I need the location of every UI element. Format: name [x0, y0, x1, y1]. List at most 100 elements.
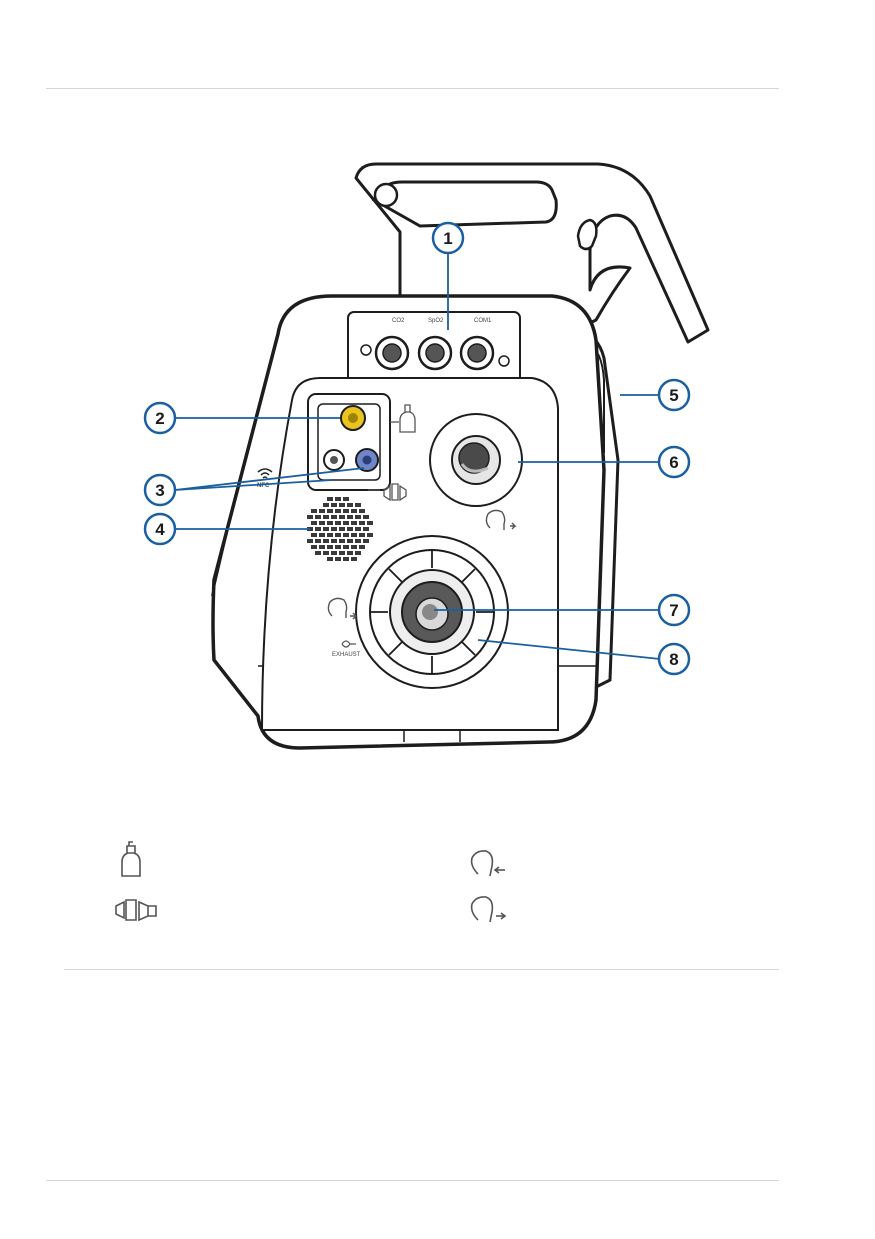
speaker-hole — [331, 527, 337, 531]
speaker-hole — [355, 515, 361, 519]
patient-exhale-icon — [470, 896, 507, 923]
speaker-hole — [343, 545, 349, 549]
speaker-hole — [315, 527, 321, 531]
co2-port — [374, 335, 410, 371]
speaker-hole — [331, 551, 337, 555]
port-label-co2: CO2 — [392, 318, 405, 324]
inspiratory-port — [429, 413, 523, 507]
speaker-hole — [343, 557, 349, 561]
speaker-hole — [327, 509, 333, 513]
speaker-hole — [323, 527, 329, 531]
speaker-hole — [359, 533, 365, 537]
speaker-hole — [335, 509, 341, 513]
speaker-hole — [327, 533, 333, 537]
speaker-hole — [335, 545, 341, 549]
speaker-hole — [347, 515, 353, 519]
speaker-hole — [339, 503, 345, 507]
port-label-com1: COM1 — [474, 318, 492, 324]
panel-screw-left — [360, 344, 372, 356]
exhaust-icon: EXHAUST — [332, 640, 361, 658]
speaker-hole — [319, 521, 325, 525]
oxygen-bottle-icon — [121, 841, 141, 877]
top-rule — [46, 88, 779, 89]
speaker-hole — [339, 539, 345, 543]
handle-hole — [373, 182, 399, 208]
speaker-hole — [363, 515, 369, 519]
speaker-hole — [363, 539, 369, 543]
device-oxygen-symbol-icon — [390, 404, 416, 433]
svg-text:4: 4 — [155, 520, 165, 539]
device-patient-exhale-icon — [327, 597, 358, 620]
speaker-hole — [327, 545, 333, 549]
speaker-hole — [367, 533, 373, 537]
speaker-hole — [327, 521, 333, 525]
speaker-hole — [331, 515, 337, 519]
speaker-hole — [347, 503, 353, 507]
bottom-rule — [46, 1180, 779, 1181]
speaker-hole — [327, 557, 333, 561]
speaker-hole — [323, 515, 329, 519]
speaker-hole — [347, 539, 353, 543]
speaker-hole — [343, 509, 349, 513]
svg-text:7: 7 — [669, 601, 678, 620]
speaker-hole — [323, 503, 329, 507]
exhaust-label: EXHAUST — [332, 652, 361, 658]
pressure-line-port-left — [323, 449, 345, 471]
svg-text:NFC: NFC — [257, 483, 270, 489]
speaker-hole — [307, 515, 313, 519]
speaker-hole — [331, 503, 337, 507]
speaker-hole — [335, 557, 341, 561]
speaker-hole — [311, 521, 317, 525]
svg-text:3: 3 — [155, 481, 164, 500]
speaker-hole — [355, 551, 361, 555]
speaker-hole — [351, 533, 357, 537]
nfc-icon: NFC — [257, 468, 273, 489]
speaker-hole — [335, 533, 341, 537]
speaker-hole — [311, 533, 317, 537]
speaker-hole — [319, 509, 325, 513]
speaker-hole — [311, 509, 317, 513]
body-side-panel — [211, 527, 229, 597]
callout-6: 6 — [657, 445, 691, 479]
speaker-hole — [323, 539, 329, 543]
speaker-hole — [327, 497, 333, 501]
speaker-hole — [347, 527, 353, 531]
middle-rule — [64, 969, 779, 970]
callout-4: 4 — [143, 512, 177, 546]
speaker-hole — [343, 521, 349, 525]
handle-slot — [576, 218, 598, 251]
speaker-hole — [359, 509, 365, 513]
speaker-hole — [307, 539, 313, 543]
speaker-hole — [335, 521, 341, 525]
callout-8: 8 — [657, 642, 691, 676]
oxygen-inlet-port — [340, 405, 366, 431]
speaker-hole — [355, 503, 361, 507]
speaker-hole — [343, 497, 349, 501]
speaker-hole — [319, 533, 325, 537]
svg-text:6: 6 — [669, 453, 678, 472]
callout-5: 5 — [657, 378, 691, 412]
spo2-port — [417, 335, 453, 371]
speaker-hole — [359, 521, 365, 525]
svg-text:1: 1 — [443, 229, 452, 248]
callout-2: 2 — [143, 401, 177, 435]
com1-port — [459, 335, 495, 371]
speaker-hole — [335, 497, 341, 501]
speaker-hole — [351, 509, 357, 513]
speaker-hole — [339, 527, 345, 531]
speaker-hole — [347, 551, 353, 555]
device-flow-sensor-symbol-icon — [368, 483, 407, 502]
speaker-hole — [351, 545, 357, 549]
speaker-hole — [319, 545, 325, 549]
speaker-hole — [339, 551, 345, 555]
patient-inhale-icon — [470, 850, 505, 877]
speaker-hole — [323, 551, 329, 555]
speaker-hole — [355, 539, 361, 543]
speaker-hole — [343, 533, 349, 537]
speaker-hole — [315, 551, 321, 555]
exhalation-valve-assembly — [355, 535, 509, 689]
svg-text:2: 2 — [155, 409, 164, 428]
callout-7: 7 — [657, 593, 691, 627]
speaker-hole — [359, 545, 365, 549]
